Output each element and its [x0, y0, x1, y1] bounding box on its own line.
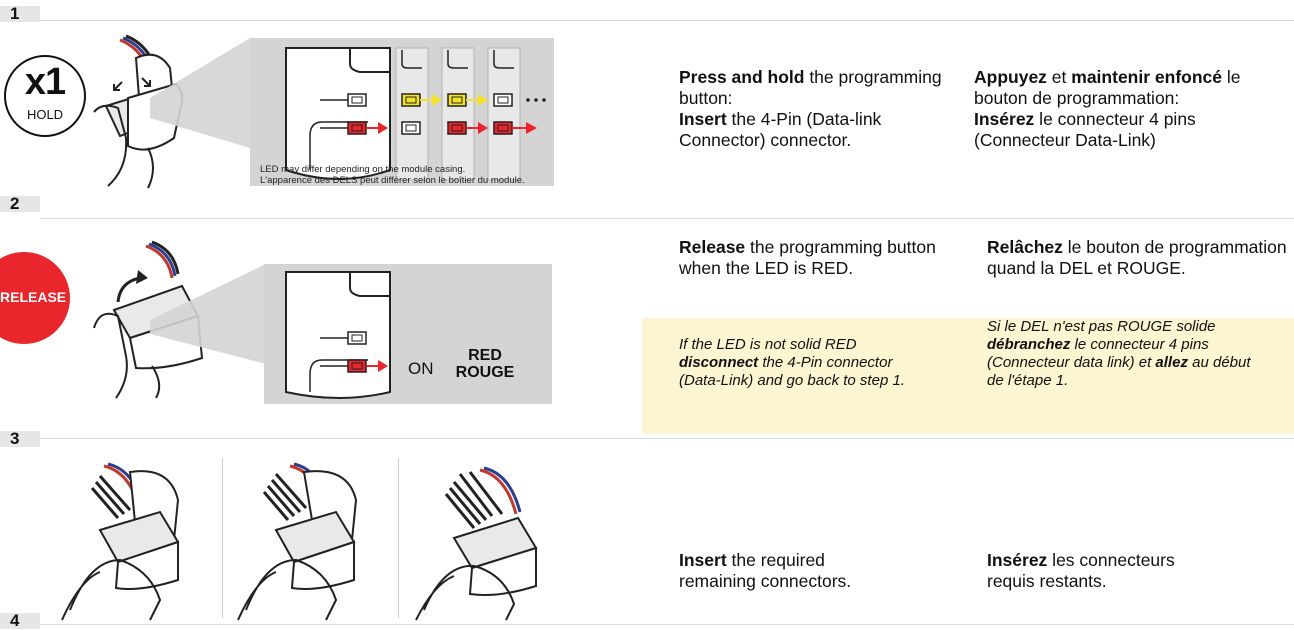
led-red-label: RED: [468, 347, 502, 364]
step1-instruction-fr: Appuyez et maintenir enfoncé le bouton d…: [974, 67, 1241, 150]
release-label: RELEASE: [0, 289, 67, 305]
warning-note-box: [642, 318, 1294, 434]
step3-instruction-fr: Insérez les connecteurs requis restants.: [987, 550, 1175, 591]
step3-separator-1: [222, 458, 223, 618]
led-caption-fr: L'apparence des DELS peut différer selon…: [260, 175, 525, 186]
insert-connector-illustration-3: [415, 466, 538, 621]
insert-connector-illustration-1: [61, 462, 180, 621]
warning-note-fr: Si le DEL n'est pas ROUGE solide débranc…: [987, 318, 1251, 389]
led-rouge-label: ROUGE: [455, 364, 515, 381]
led-on-label: ON: [408, 359, 434, 378]
hand-release-illustration: [93, 240, 204, 399]
warning-note-en: If the LED is not solid RED disconnect t…: [679, 336, 905, 389]
zoom-connector-2: [150, 264, 266, 364]
release-badge: RELEASE: [0, 252, 70, 344]
module-casing-red-illustration: [285, 271, 391, 399]
step3-instruction-en: Insert the required remaining connectors…: [679, 550, 852, 591]
step-divider-3: [40, 438, 1294, 439]
step-number-2: 2: [0, 195, 40, 212]
step1-instruction-en: Press and hold the programming button: I…: [679, 67, 942, 150]
hold-badge: x1 HOLD: [4, 55, 86, 137]
step-divider-1: [40, 20, 1294, 21]
led-caption-en: LED may differ depending on the module c…: [260, 164, 466, 175]
hold-count: x1: [24, 61, 66, 103]
step-divider-4: [40, 624, 1294, 625]
step3-separator-2: [398, 458, 399, 618]
step-number-1: 1: [0, 5, 40, 22]
module-casing-illustration: [250, 47, 554, 188]
hold-label: HOLD: [26, 107, 64, 122]
insert-connector-illustration-2: [237, 462, 358, 621]
step-divider-2: [40, 218, 1294, 219]
step2-instruction-en: Release the programming button when the …: [679, 237, 936, 278]
step-number-4: 4: [0, 612, 40, 629]
step-number-3: 3: [0, 430, 40, 447]
zoom-connector: [150, 38, 250, 148]
step2-instruction-fr: Relâchez le bouton de programmation quan…: [987, 237, 1287, 278]
